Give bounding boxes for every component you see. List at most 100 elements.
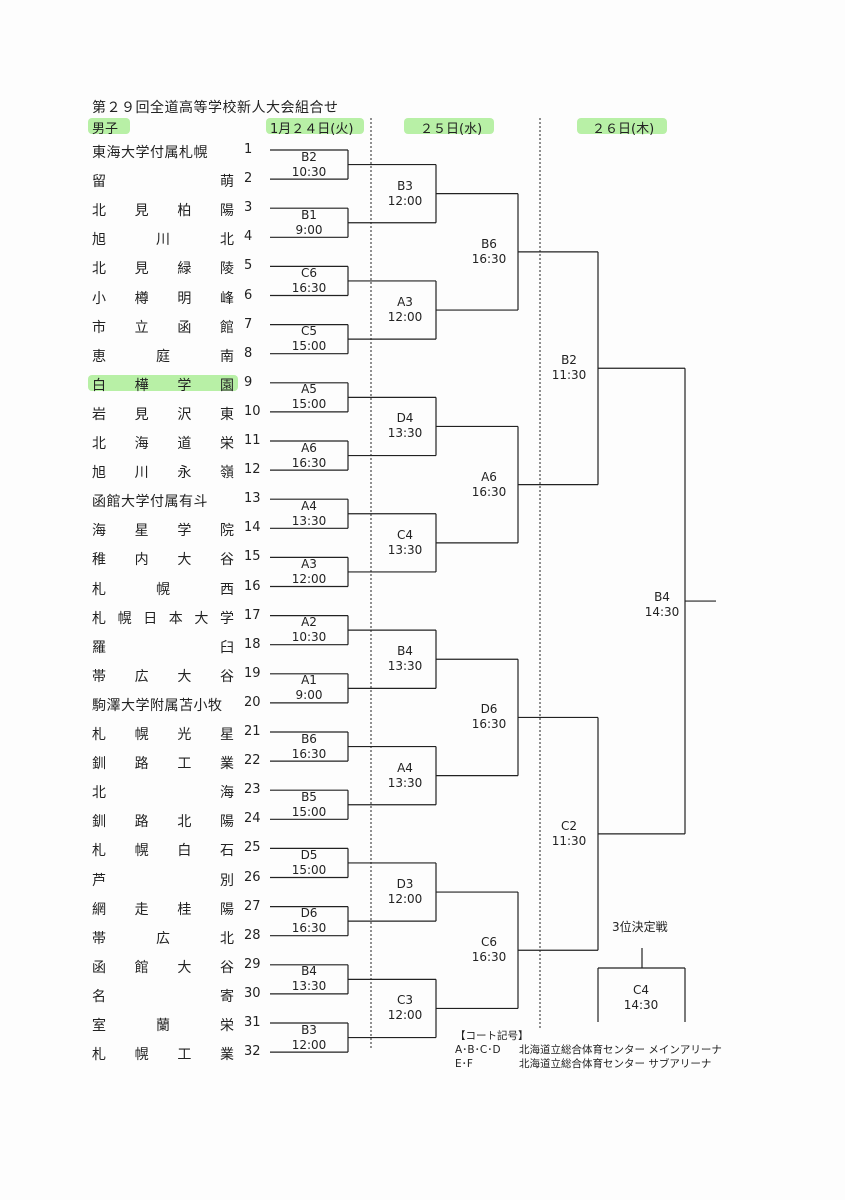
team-name-char: 旭 (92, 232, 106, 249)
team-name-char: 網 (92, 901, 106, 918)
team-seed: 29 (244, 956, 261, 972)
team-seed: 28 (244, 927, 261, 943)
team-name-char: 業 (219, 756, 234, 773)
team-name: 帯広大谷 (92, 666, 234, 685)
team-name-char: 内 (134, 552, 149, 569)
team-name: 名寄 (92, 986, 234, 1005)
match-court: A4 (397, 760, 413, 775)
team-name-char: 白 (92, 377, 106, 394)
team-name-char: 北 (220, 232, 234, 249)
team-seed: 8 (244, 345, 253, 361)
match-time: 10:30 (291, 164, 327, 179)
team-name: 室蘭栄 (92, 1015, 234, 1034)
match-court: B4 (301, 964, 317, 979)
team-name-char: 栄 (220, 1018, 234, 1034)
team-seed: 22 (244, 753, 261, 769)
team-name-char: 川 (156, 232, 170, 249)
team-name: 北海 (92, 782, 234, 802)
match-time: 12:00 (291, 571, 327, 586)
team-seed: 23 (244, 782, 261, 798)
team-seed: 19 (244, 665, 261, 681)
match-court: B3 (397, 178, 413, 193)
team-seed: 30 (244, 985, 261, 1001)
match-time: 13:30 (387, 542, 423, 557)
team-name-char: 名 (92, 988, 106, 1005)
team-name-char: 東 (219, 406, 234, 423)
team-name-char: 幌 (134, 1047, 149, 1064)
team-name-char: 別 (220, 872, 234, 889)
team-name-char: 樽 (134, 290, 149, 307)
match-court: A6 (481, 469, 497, 484)
match-court: A3 (397, 295, 413, 310)
match-court: B6 (481, 236, 497, 251)
match-time: 11:30 (551, 368, 587, 383)
match-time: 16:30 (471, 251, 507, 266)
team-name-char: 柏 (177, 203, 192, 220)
team-name: 札幌西 (92, 579, 234, 598)
team-name-char: 工 (177, 756, 192, 773)
division-label: 男子 (92, 122, 119, 137)
match-time: 13:30 (387, 775, 423, 790)
team-name: 釧路工業 (92, 753, 234, 773)
team-name-char: 見 (134, 203, 149, 220)
team-name-char: 北 (92, 785, 106, 802)
team-name-char: 栄 (219, 436, 234, 452)
team-name-char: 谷 (219, 668, 234, 685)
team-name-char: 立 (134, 319, 149, 336)
match-court: B1 (301, 207, 317, 222)
team-seed: 4 (244, 229, 253, 245)
match-court: D6 (480, 702, 498, 717)
match-court: C6 (300, 265, 317, 280)
day1-label: 1月２４日(火) (270, 122, 354, 137)
team-name: 札幌工業 (92, 1044, 234, 1064)
match-time: 16:30 (471, 950, 507, 965)
team-name: 駒澤大学附属苫小牧 (92, 697, 223, 714)
team-name-char: 陽 (219, 814, 234, 831)
team-name-char: 業 (219, 1047, 234, 1064)
team-name-char: 光 (177, 727, 192, 743)
match-time: 11:30 (551, 833, 587, 848)
match-time: 12:00 (387, 892, 423, 907)
team-name-char: 南 (220, 348, 234, 365)
team-seed: 21 (244, 724, 261, 739)
match-time: 16:30 (291, 280, 327, 295)
day2-highlight (404, 118, 494, 134)
page-title: 第２９回全道高等学校新人大会組合せ (92, 100, 339, 116)
team-name: 北見緑陵 (92, 258, 234, 277)
match-court: B4 (397, 644, 413, 659)
team-name-char: 恵 (92, 348, 106, 365)
team-name-char: 川 (134, 465, 149, 482)
day3-label: ２６日(木) (592, 122, 655, 137)
team-name: 札幌白石 (92, 840, 234, 859)
team-name-char: 帯 (92, 668, 106, 685)
team-name-char: 星 (219, 727, 234, 743)
match-court: D4 (396, 411, 414, 426)
match-time: 13:30 (387, 426, 423, 441)
team-name-char: 陽 (219, 901, 234, 918)
division-highlight (88, 118, 130, 134)
match-time: 16:30 (471, 717, 507, 732)
team-name-char: 旭 (92, 465, 106, 482)
match-time: 16:30 (291, 746, 327, 761)
match-time: 15:00 (291, 804, 327, 819)
legend-heading: 【コート記号】 (455, 1030, 529, 1042)
team-seed: 31 (244, 1015, 261, 1030)
team-name-char: 釧 (92, 756, 106, 773)
team-name-char: 園 (219, 377, 234, 394)
team-name: 恵庭南 (92, 346, 234, 365)
team-name-char: 北 (220, 930, 234, 947)
team-name-char: 萌 (220, 174, 234, 191)
